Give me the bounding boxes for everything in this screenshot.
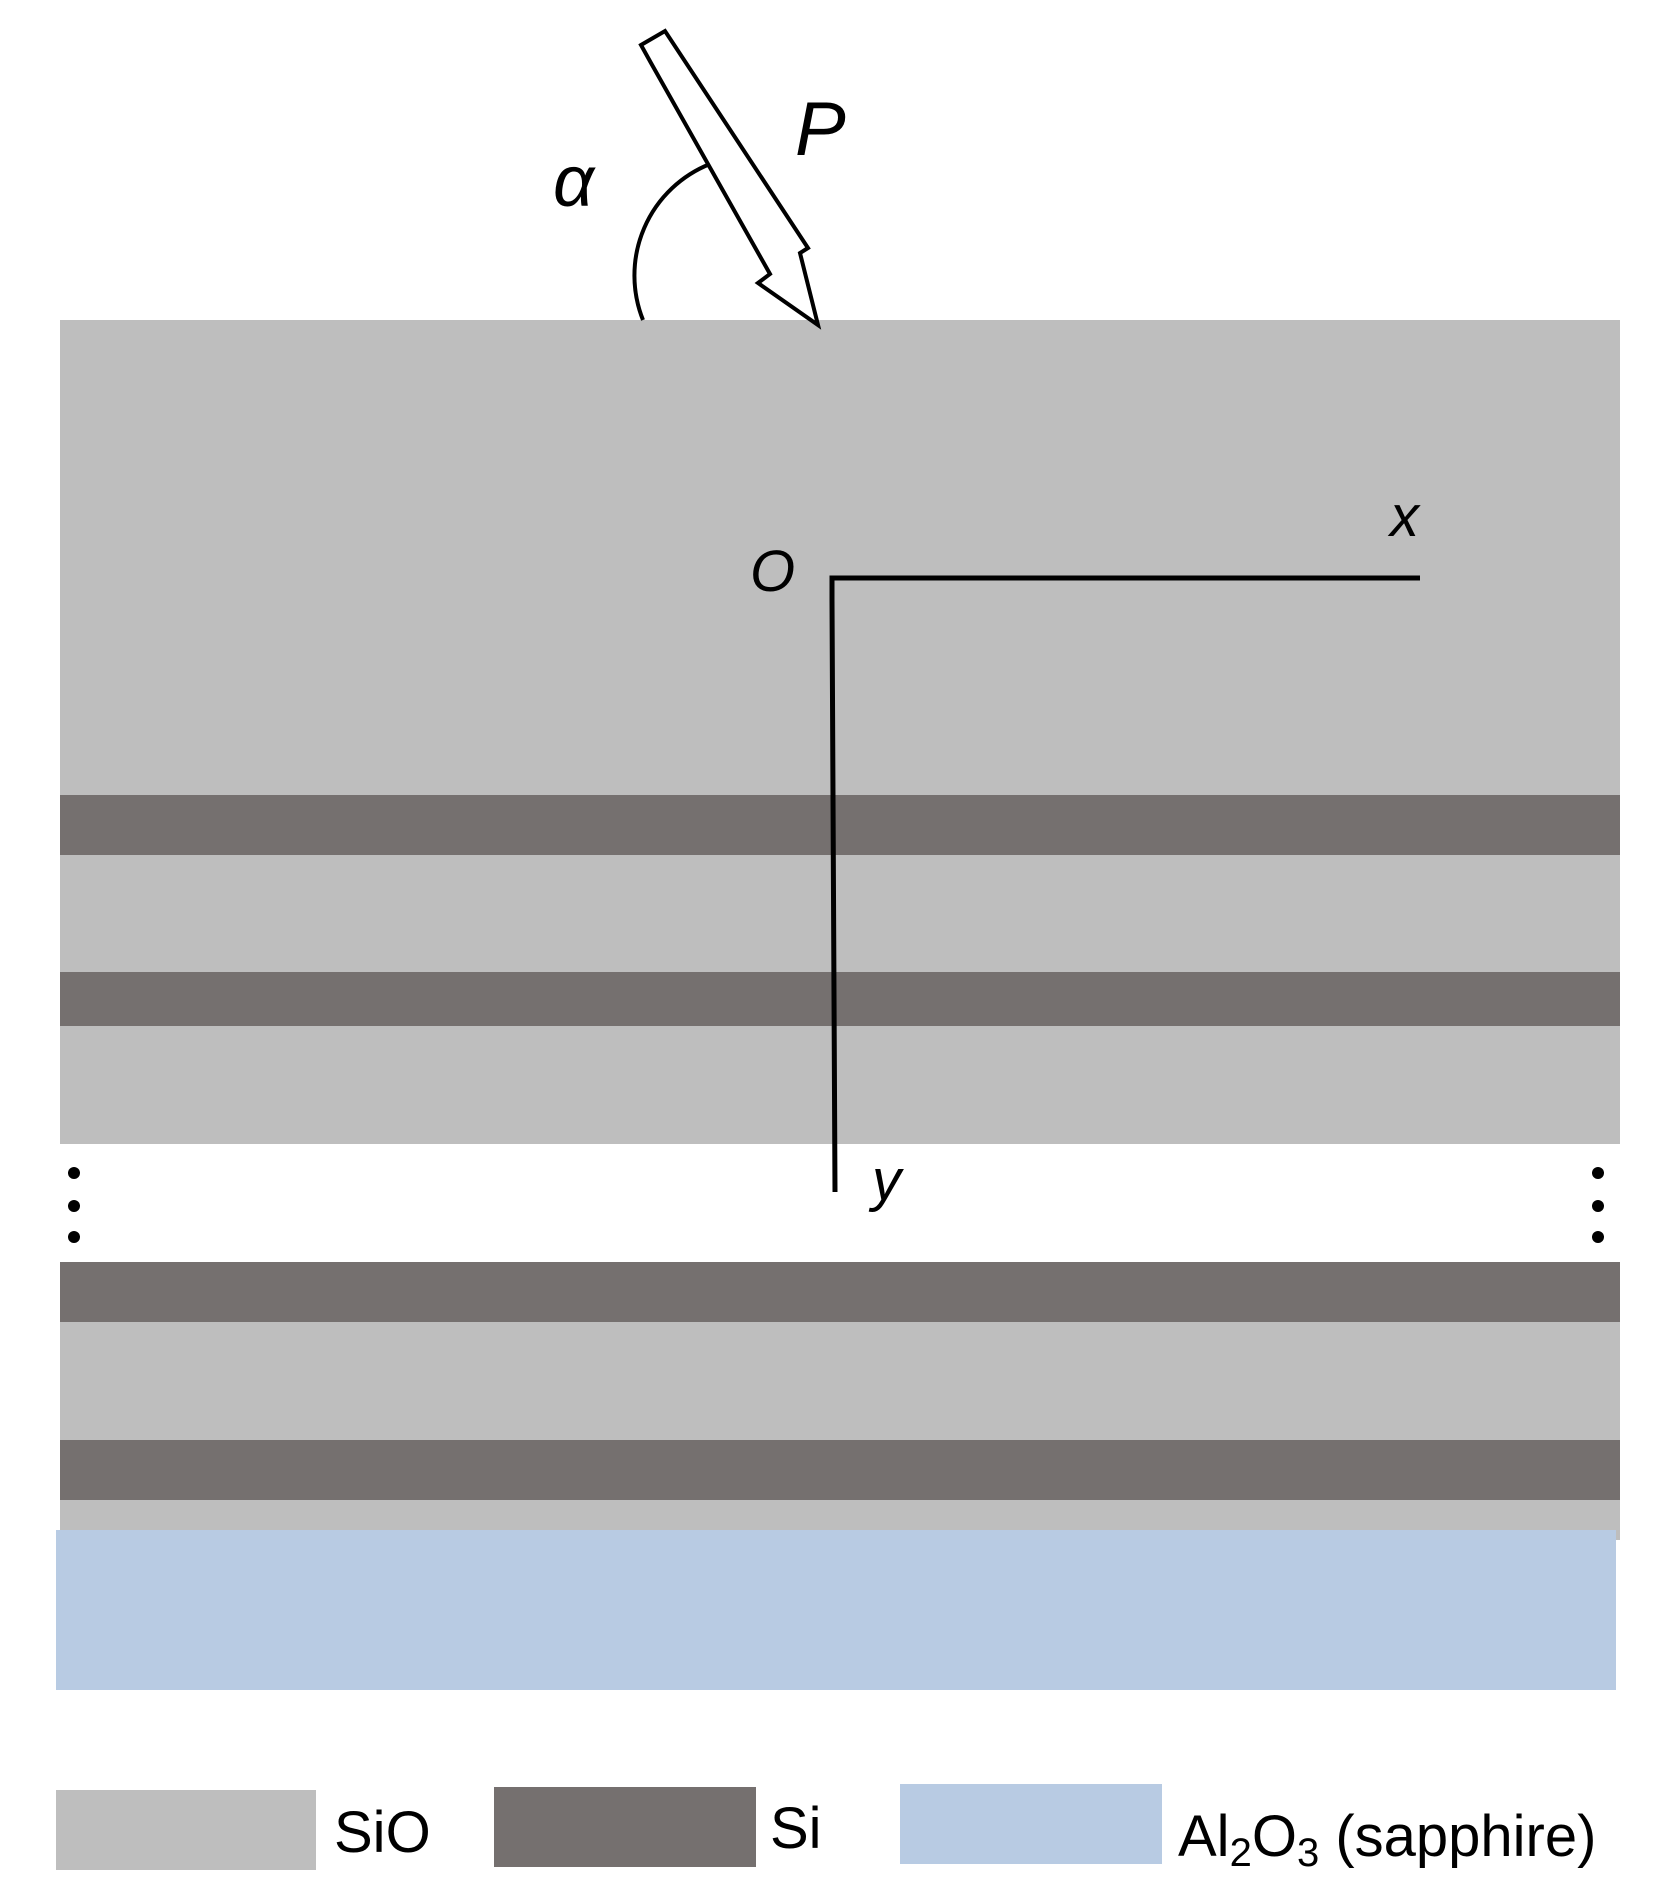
sapphire-substrate [56,1530,1616,1690]
si-layer-1 [60,795,1620,855]
continuation-dots-right [1592,1167,1604,1243]
incidence-angle-arc [632,162,711,321]
si-layer-4 [60,1440,1620,1500]
beam-label: P [795,87,846,172]
coordinate-axes [829,575,1420,1193]
sio-layer-top [60,320,1620,795]
sio-layer-3 [60,1026,1620,1144]
x-axis-label: x [1387,484,1421,549]
si-layer-2 [60,972,1620,1026]
si-layer-3 [60,1262,1620,1322]
sio-layer-2 [60,855,1620,972]
incident-beam-arrow [638,28,822,330]
continuation-dots-left [68,1167,80,1243]
sio-layer-4 [60,1322,1620,1440]
y-axis-label: y [868,1148,904,1213]
angle-label: α [553,142,596,222]
origin-label: O [750,539,795,604]
